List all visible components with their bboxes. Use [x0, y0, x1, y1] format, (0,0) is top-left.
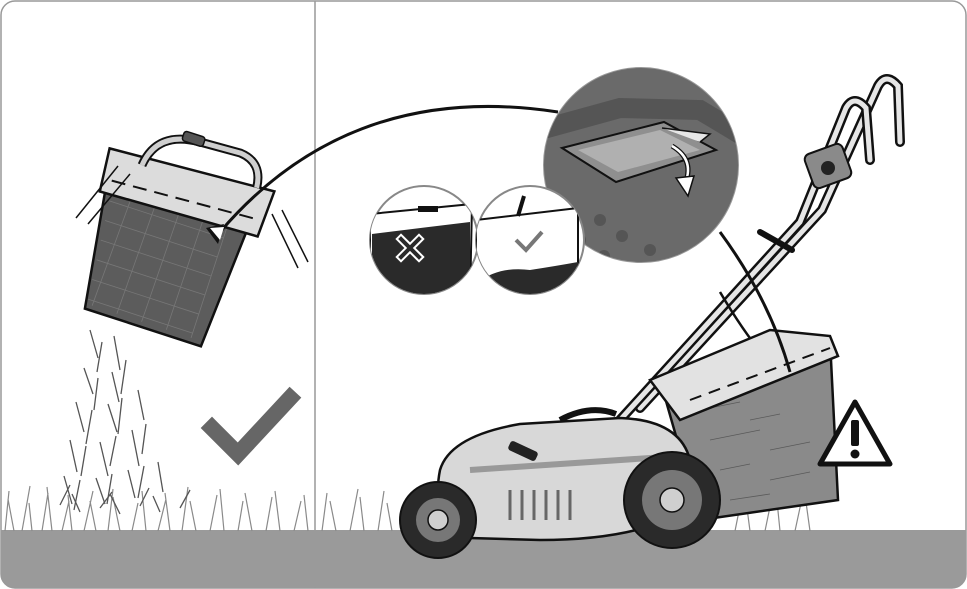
indicator-state-ok	[476, 186, 584, 300]
checkmark-icon	[212, 398, 290, 454]
indicator-state-full	[370, 186, 478, 300]
panel-empty-grass-catcher	[60, 110, 308, 514]
front-wheel	[400, 482, 476, 558]
grass-catcher	[60, 110, 283, 353]
falling-grass-clippings	[60, 330, 190, 514]
rear-wheel	[624, 452, 720, 548]
